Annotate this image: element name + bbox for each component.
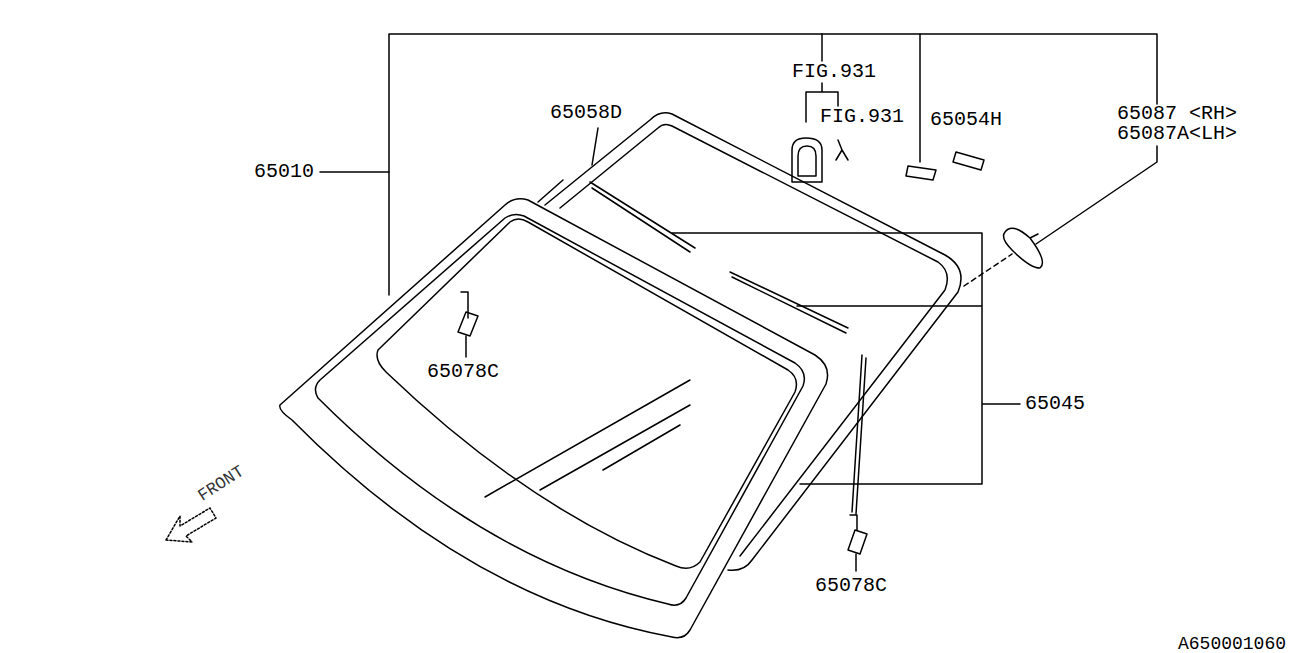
spacer-part (848, 530, 867, 554)
diagram-id: A650001060 (1178, 634, 1286, 653)
clip-part (836, 140, 848, 160)
part-number: 65078C (815, 576, 887, 596)
front-arrow (166, 508, 216, 542)
leader-line (320, 171, 389, 173)
part-number: 65045 (1025, 394, 1085, 414)
tape-part (953, 152, 984, 170)
mirror-base (792, 138, 822, 182)
glass-inner-line (377, 219, 796, 568)
part-number: 65078C (427, 362, 499, 382)
leader-line (1036, 146, 1157, 244)
reflection-line (485, 380, 690, 497)
tape-part (906, 166, 936, 180)
leader-line (592, 128, 598, 165)
leader-line (919, 34, 921, 162)
glass-outline (280, 199, 828, 638)
leader-line (855, 554, 857, 571)
bracket-line (672, 233, 1020, 484)
spacer-part (458, 312, 478, 336)
figure-reference: FIG.931 (820, 107, 904, 127)
part-number: 65010 (254, 162, 314, 182)
leader-line (850, 515, 857, 530)
molding-strip (852, 355, 866, 514)
part-number: 65087 <RH> (1117, 104, 1237, 124)
dashed-line (964, 254, 1012, 286)
figure-reference: FIG.931 (792, 62, 876, 82)
clip-part (1004, 228, 1043, 268)
leader-line (821, 34, 823, 61)
part-number: 65087A<LH> (1117, 124, 1237, 144)
part-number: 65058D (550, 103, 622, 123)
molding-strip (538, 180, 563, 202)
leader-line (465, 336, 467, 357)
part-number: 65054H (930, 110, 1002, 130)
direction-label: FRONT (195, 462, 249, 507)
glass-inner-line (315, 214, 804, 605)
